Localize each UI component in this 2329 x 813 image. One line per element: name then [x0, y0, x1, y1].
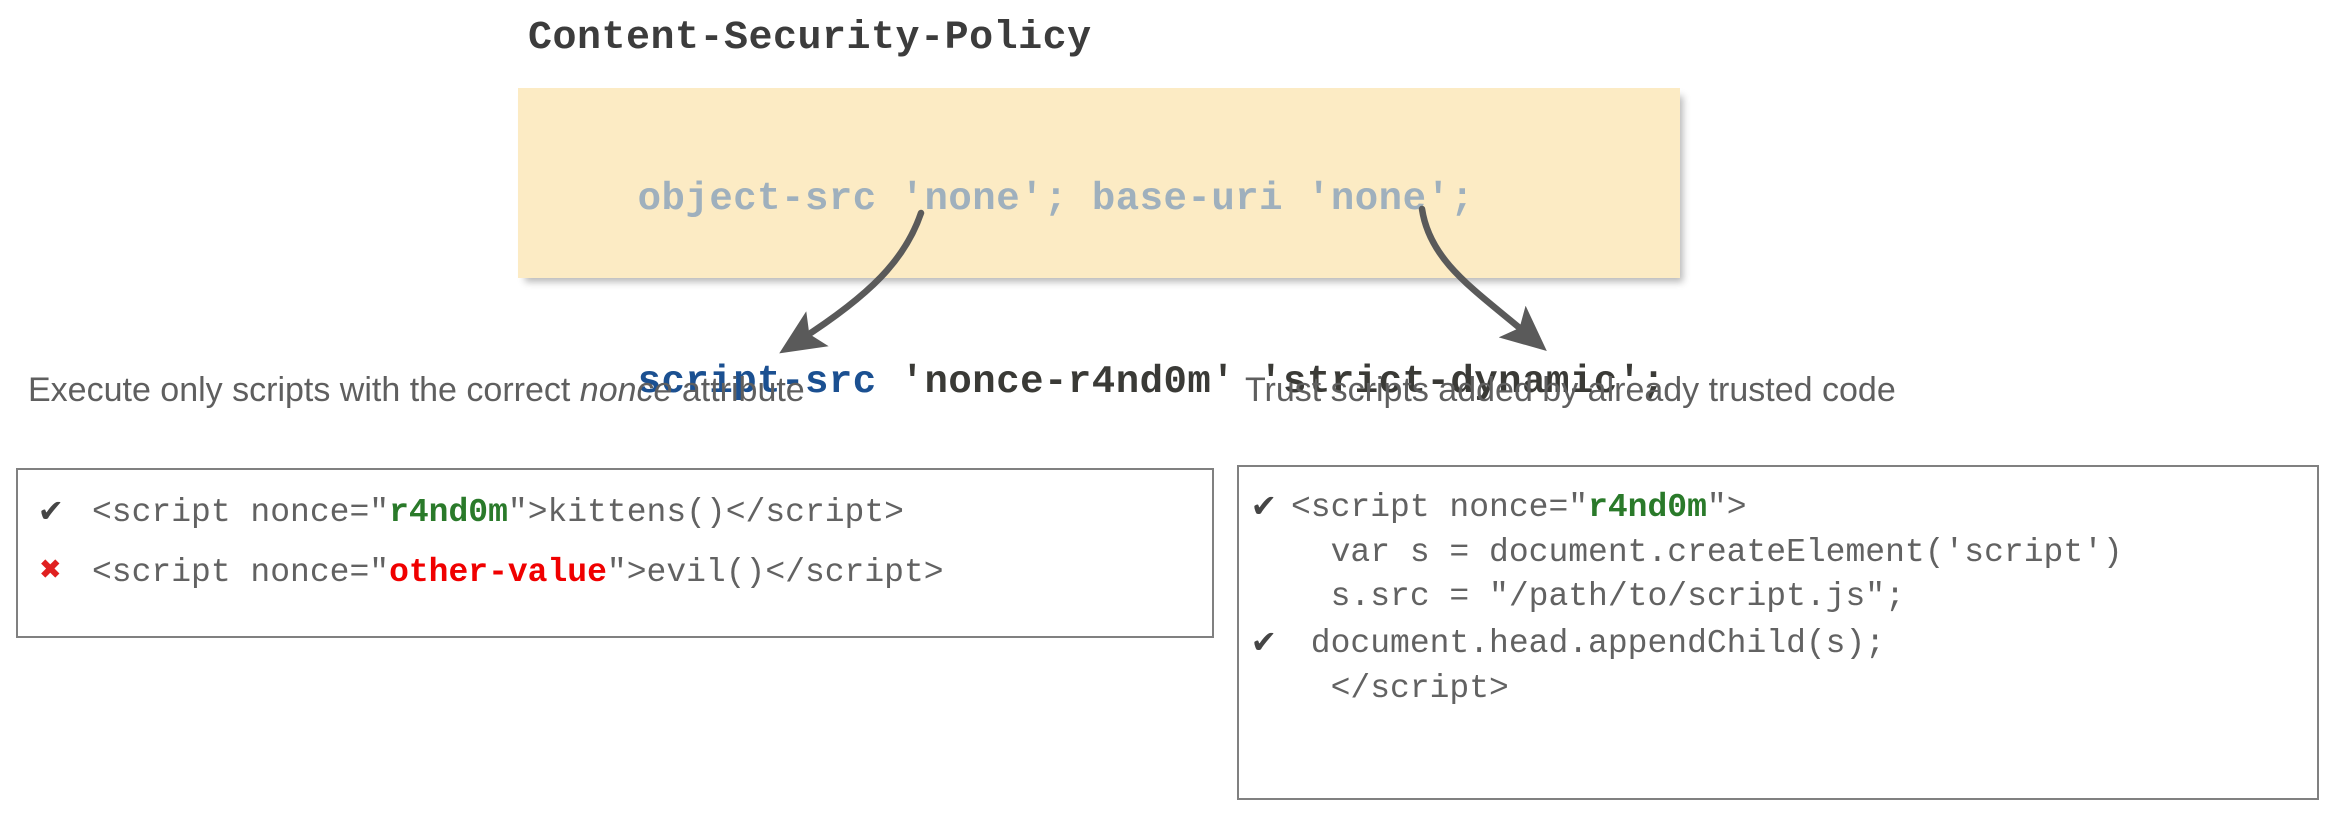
code-text: document.head.appendChild(s); — [1291, 622, 1885, 666]
code-segment-pre: document.head.appendChild(s); — [1291, 624, 1886, 662]
code-text: </script> — [1291, 667, 1509, 711]
directive-base-uri: base-uri — [1091, 177, 1284, 221]
caption-nonce-before: Execute only scripts with the correct — [28, 371, 580, 409]
cross-icon: ✖ — [40, 550, 62, 592]
check-icon: ✔ — [1253, 486, 1275, 527]
csp-policy-box: object-src 'none'; base-uri 'none'; scri… — [518, 88, 1680, 404]
caption-strict-dynamic: Trust scripts added by already trusted c… — [1245, 371, 1896, 410]
nonce-value: r4nd0m — [389, 494, 508, 531]
code-text: <script nonce="other-value">evil()</scri… — [92, 551, 944, 595]
code-line-list: ✔ <script nonce="r4nd0m"> var s = documen… — [1239, 467, 2317, 710]
code-line: </script> — [1253, 667, 2317, 711]
code-line: ✖ <script nonce="other-value">evil()</scr… — [40, 548, 1212, 596]
code-text: <script nonce="r4nd0m"> — [1291, 486, 1747, 530]
value-object-src: 'none'; — [876, 177, 1092, 221]
code-segment-pre: var s = document.createElement('script') — [1291, 533, 2123, 571]
code-segment-pre: s.src = "/path/to/script.js"; — [1291, 577, 1905, 615]
code-text: s.src = "/path/to/script.js"; — [1291, 575, 1905, 619]
check-icon: ✔ — [1253, 621, 1275, 663]
code-segment-pre: <script nonce=" — [1291, 489, 1589, 526]
nonce-value: r4nd0m — [1588, 489, 1707, 526]
check-icon: ✔ — [40, 491, 62, 532]
value-base-uri: 'none'; — [1283, 177, 1475, 221]
page-title: Content-Security-Policy — [528, 16, 1092, 61]
code-line: ✔ <script nonce="r4nd0m"> — [1253, 483, 2317, 531]
code-segment-post: ">kittens()</script> — [507, 494, 904, 531]
code-line: s.src = "/path/to/script.js"; — [1253, 575, 2317, 619]
code-segment-pre: </script> — [1291, 669, 1509, 707]
code-line: var s = document.createElement('script') — [1253, 531, 2317, 575]
example-box-strict-dynamic: ✔ <script nonce="r4nd0m"> var s = documen… — [1237, 465, 2319, 800]
nonce-value: other-value — [389, 553, 607, 591]
code-line: ✔ document.head.appendChild(s); — [1253, 619, 2317, 667]
caption-strict-dynamic-text: Trust scripts added by already trusted c… — [1245, 371, 1896, 409]
directive-script-src: script-src — [637, 360, 877, 404]
caption-nonce-after: attribute — [672, 371, 805, 409]
value-script-src: 'nonce-r4nd0m' 'strict-dynamic'; — [876, 360, 1666, 404]
code-line: ✔ <script nonce="r4nd0m">kittens()</scrip… — [40, 488, 1212, 536]
caption-nonce-emphasis: nonce — [579, 371, 673, 409]
caption-nonce: Execute only scripts with the correct no… — [28, 371, 805, 410]
code-segment-post: ">evil()</script> — [606, 553, 944, 591]
code-line-list: ✔<script nonce="r4nd0m">kittens()</scrip… — [18, 470, 1212, 596]
code-segment-post: "> — [1706, 489, 1747, 526]
code-segment-pre: <script nonce=" — [92, 553, 390, 591]
policy-line-script-src: script-src 'nonce-r4nd0m' 'strict-dynami… — [542, 291, 1680, 474]
code-segment-pre: <script nonce=" — [92, 494, 390, 531]
policy-line-object-src: object-src 'none'; base-uri 'none'; — [542, 108, 1680, 291]
code-text: <script nonce="r4nd0m">kittens()</script… — [92, 491, 904, 535]
code-text: var s = document.createElement('script') — [1291, 531, 2123, 575]
example-box-nonce: ✔<script nonce="r4nd0m">kittens()</scrip… — [16, 468, 1214, 638]
directive-object-src: object-src — [637, 177, 877, 221]
